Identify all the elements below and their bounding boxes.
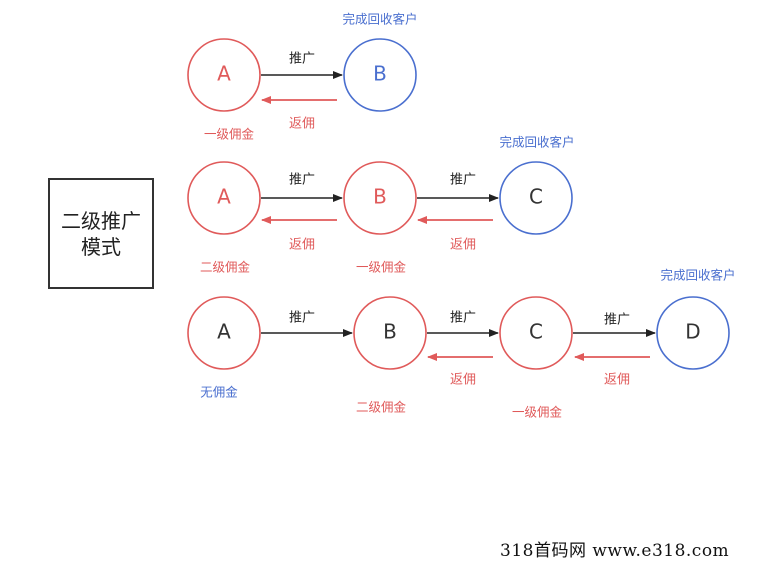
row3-node-c-label: C	[529, 320, 543, 344]
row3-node-b-label: B	[383, 320, 397, 344]
row2-rebate-label-2: 返佣	[450, 238, 476, 253]
row3-complete-label: 完成回收客户	[660, 268, 735, 283]
title-box: 二级推广 模式	[48, 178, 154, 289]
row2-node-c-circle	[499, 161, 573, 235]
row2-commission-a: 二级佣金	[200, 260, 251, 275]
row3-promote-label-3: 推广	[604, 313, 630, 328]
row3-node-d-label: D	[685, 320, 700, 344]
row3-promote-label-1: 推广	[289, 311, 315, 326]
row3-rebate-label-2: 返佣	[604, 373, 630, 388]
row1-rebate-label: 返佣	[289, 117, 315, 132]
row2-rebate-label-1: 返佣	[289, 238, 315, 253]
title-line-2: 模式	[81, 234, 121, 259]
row2-node-b-label: B	[373, 185, 387, 209]
row2-promote-label-2: 推广	[450, 173, 476, 188]
row3-node-d-circle	[656, 296, 730, 370]
row3-commission-c: 一级佣金	[512, 405, 563, 420]
row1-node-b-circle	[343, 38, 417, 112]
row3-node-a-label: A	[217, 320, 231, 344]
watermark: 318首码网 www.e318.com	[500, 541, 730, 561]
row2-node-a-label: A	[217, 185, 231, 209]
row3-node-b-circle	[353, 296, 427, 370]
row1-promote-label: 推广	[289, 52, 315, 67]
row2-node-a-circle	[187, 161, 261, 235]
row2-commission-b: 一级佣金	[356, 260, 407, 275]
row1-commission-a: 一级佣金	[204, 127, 255, 142]
row3-node-a-circle	[187, 296, 261, 370]
row1-node-b-label: B	[373, 62, 387, 86]
title-line-1: 二级推广	[61, 208, 141, 233]
row2-promote-label-1: 推广	[289, 173, 315, 188]
row3-commission-b: 二级佣金	[356, 400, 407, 415]
row3-commission-a: 无佣金	[200, 385, 238, 400]
row1-node-a-label: A	[217, 62, 231, 86]
row3-rebate-label-1: 返佣	[450, 373, 476, 388]
row1-complete-label: 完成回收客户	[342, 12, 417, 27]
row2-node-b-circle	[343, 161, 417, 235]
row1-node-a-circle	[187, 38, 261, 112]
row2-node-c-label: C	[529, 185, 543, 209]
row3-node-c-circle	[499, 296, 573, 370]
row2-complete-label: 完成回收客户	[499, 135, 574, 150]
row3-promote-label-2: 推广	[450, 311, 476, 326]
